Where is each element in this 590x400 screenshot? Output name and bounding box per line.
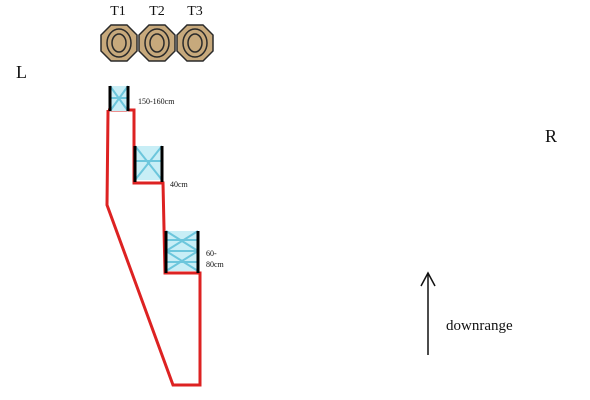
target-label-t3: T3 (187, 4, 203, 19)
side-label-left: L (16, 62, 27, 82)
barrier-3 (164, 230, 200, 273)
target-plate-icon (100, 24, 138, 62)
target-t3 (176, 24, 214, 62)
barrier-x-icon (165, 230, 199, 272)
up-arrow-icon (420, 271, 436, 355)
target-plate-icon (176, 24, 214, 62)
side-label-right: R (545, 126, 557, 146)
target-plate-icon (138, 24, 176, 62)
barrier-3-height-label-line1: 60- (206, 249, 217, 258)
barrier-2 (133, 145, 164, 182)
barrier-x-icon (109, 85, 129, 112)
target-label-t2: T2 (149, 4, 165, 19)
target-t2 (138, 24, 176, 62)
downrange-label: downrange (446, 318, 513, 334)
barrier-1 (108, 85, 130, 112)
barrier-1-height-label: 150-160cm (138, 97, 175, 106)
barrier-3-height-label-line2: 80cm (206, 260, 225, 269)
barrier-x-icon (134, 145, 163, 181)
target-label-t1: T1 (110, 4, 126, 19)
target-t1 (100, 24, 138, 62)
barrier-2-height-label: 40cm (170, 180, 189, 189)
